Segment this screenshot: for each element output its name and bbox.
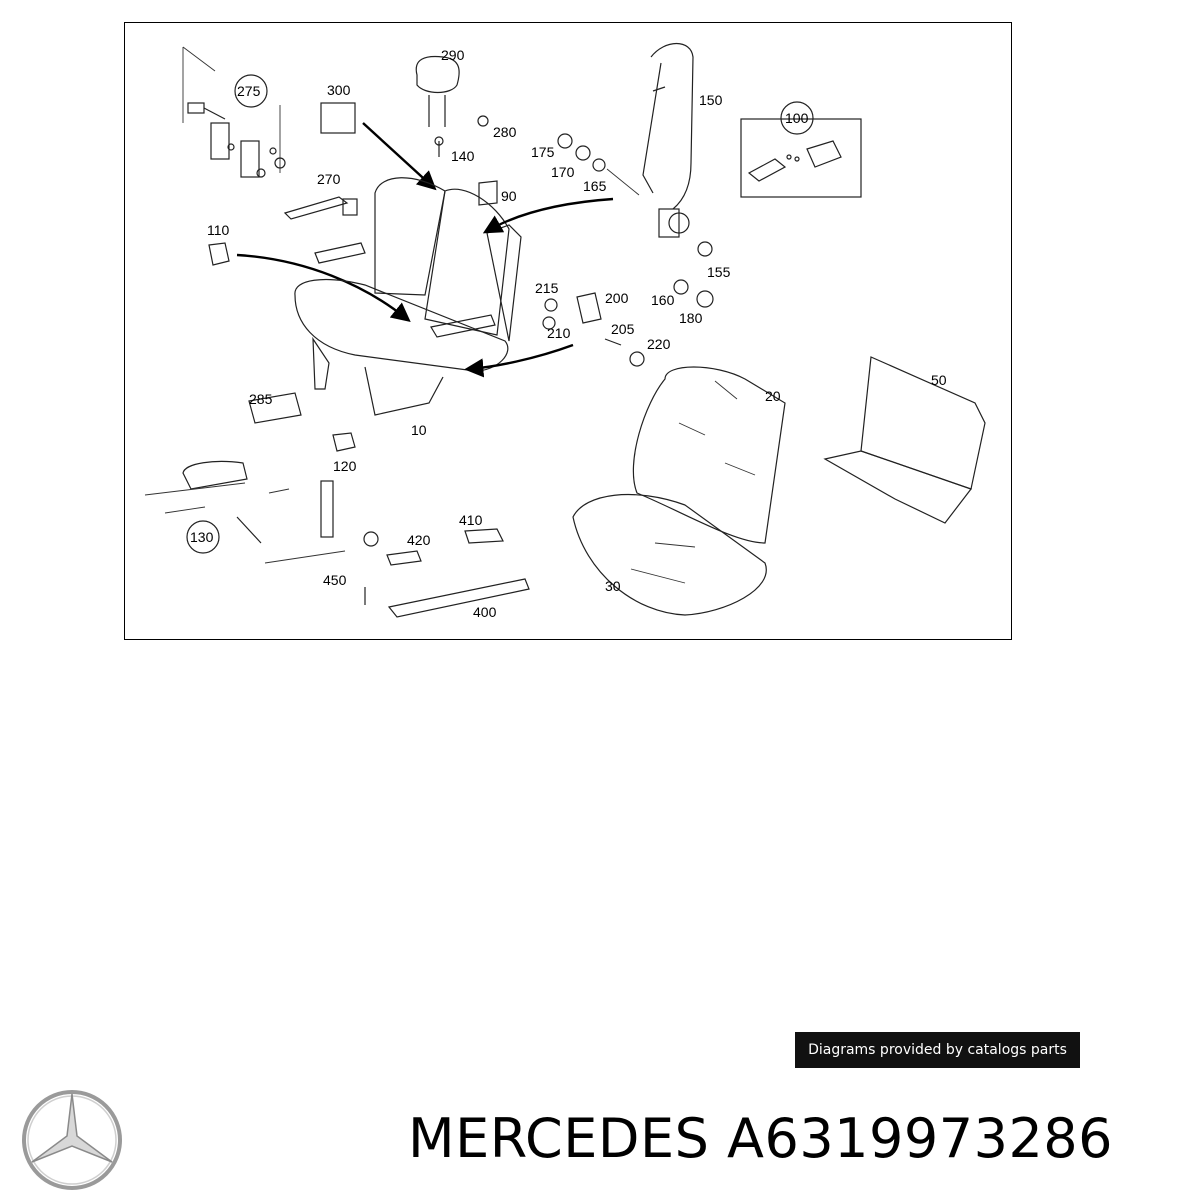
backrest-20: [632, 366, 786, 544]
callout-ring-100: [780, 101, 814, 135]
clip-110: [208, 242, 411, 323]
callout-165: 165: [583, 178, 607, 194]
callout-420: 420: [407, 532, 431, 548]
rail-400: [387, 578, 530, 618]
callout-160: 160: [651, 292, 675, 308]
callout-170: 170: [551, 164, 575, 180]
bracket-410: [464, 528, 504, 544]
callout-30: 30: [605, 578, 621, 594]
kit-100-box: [740, 118, 862, 198]
bolt-160: [673, 279, 689, 295]
latch-285: [248, 392, 302, 424]
callout-ring-275: [234, 74, 268, 108]
callout-ring-130: [186, 520, 220, 554]
callout-220: 220: [647, 336, 671, 352]
brand-name: MERCEDES: [408, 1107, 710, 1170]
clip-280: [477, 115, 489, 127]
callout-300: 300: [327, 82, 351, 98]
washer-set-165-175: [557, 133, 640, 196]
callout-50: 50: [931, 372, 947, 388]
bench-seat-10: [294, 177, 614, 416]
callout-175: 175: [531, 144, 555, 160]
parts-diagram: 290 300 275 280 140 150 100 175 170 165 …: [124, 22, 1012, 640]
callout-120: 120: [333, 458, 357, 474]
mercedes-star-icon: [22, 1090, 122, 1190]
bracket-420: [386, 550, 422, 566]
callout-280: 280: [493, 124, 517, 140]
callout-180: 180: [679, 310, 703, 326]
callout-110: 110: [207, 222, 230, 238]
washer-215: [544, 298, 558, 312]
seat-cushion-30: [572, 493, 767, 616]
callout-205: 205: [611, 321, 635, 337]
screw-205: [604, 338, 622, 346]
callout-10: 10: [411, 422, 427, 438]
bracket-120: [332, 432, 356, 452]
diagram-credit-badge: Diagrams provided by catalogs parts: [795, 1032, 1080, 1068]
cap-180: [696, 290, 714, 308]
back-panel-50: [823, 356, 986, 524]
callout-285: 285: [249, 391, 273, 407]
callout-400: 400: [473, 604, 497, 620]
callout-155: 155: [707, 264, 731, 280]
callout-290: 290: [441, 47, 465, 63]
callout-275: 275: [237, 83, 261, 99]
callout-450: 450: [323, 572, 347, 588]
seat-belt-150: [642, 43, 694, 238]
callout-270: 270: [317, 171, 341, 187]
washer-210: [542, 316, 556, 330]
callout-200: 200: [605, 290, 629, 306]
callout-410: 410: [459, 512, 483, 528]
callout-100: 100: [785, 110, 809, 126]
spring-kit-130: [144, 460, 379, 564]
warning-label-300: [320, 102, 437, 191]
cover-200: [576, 292, 602, 324]
parts-diagram-drawing: 290 300 275 280 140 150 100 175 170 165 …: [144, 43, 986, 620]
bolt-155: [697, 241, 713, 257]
brand-line: MERCEDES A6319973286: [408, 1106, 1113, 1172]
headrest-290: [415, 55, 460, 127]
part-number: A6319973286: [727, 1107, 1114, 1170]
callout-20: 20: [765, 388, 781, 404]
handle-270: [283, 196, 358, 220]
callout-130: 130: [190, 529, 214, 545]
cover-90: [478, 180, 498, 206]
callout-150: 150: [699, 92, 723, 108]
callout-215: 215: [535, 280, 559, 296]
callout-90: 90: [501, 188, 517, 204]
callout-210: 210: [547, 325, 571, 341]
callout-140: 140: [451, 148, 475, 164]
bracket-kit-275: [182, 46, 286, 178]
cap-220: [629, 351, 645, 367]
